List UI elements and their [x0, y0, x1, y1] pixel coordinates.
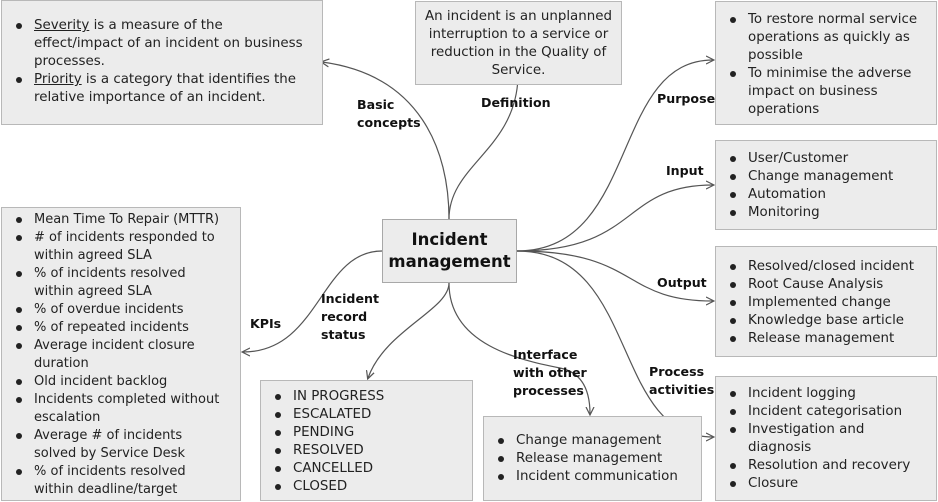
basic-concepts-label-line2: concepts	[357, 115, 421, 130]
input-item: Automation	[722, 186, 930, 204]
status-item: PENDING	[267, 424, 466, 442]
purpose-item: To minimise the adverse impact on busine…	[722, 65, 930, 119]
basic-concepts-box: Severity is a measure of the effect/impa…	[1, 0, 323, 125]
input-box: User/Customer Change management Automati…	[715, 140, 937, 230]
record-status-box: IN PROGRESS ESCALATED PENDING RESOLVED C…	[260, 380, 473, 501]
severity-term: Severity	[34, 18, 90, 33]
process-activities-label: Process activities	[649, 364, 715, 397]
priority-text1: is a category that identifies the	[81, 72, 297, 87]
status-item: CANCELLED	[267, 460, 466, 478]
interface-label: Interface with other processes	[513, 347, 587, 398]
kpis-box: Mean Time To Repair (MTTR) # of incident…	[1, 207, 241, 501]
kpi-item: Mean Time To Repair (MTTR)	[8, 211, 236, 229]
input-item: Monitoring	[722, 204, 930, 222]
input-item: Change management	[722, 168, 930, 186]
status-item: IN PROGRESS	[267, 388, 466, 406]
edge-kpis	[243, 250, 383, 352]
interface-item: Incident communication	[490, 468, 695, 486]
priority-item: Priority is a category that identifies t…	[8, 71, 316, 107]
interface-item: Change management	[490, 432, 695, 450]
input-item: User/Customer	[722, 150, 930, 168]
priority-term: Priority	[34, 72, 82, 87]
purpose-label: Purpose	[657, 91, 716, 106]
edge-input	[516, 185, 713, 252]
severity-item: Severity is a measure of the effect/impa…	[8, 17, 316, 71]
output-item: Knowledge base article	[722, 312, 930, 330]
definition-text-line4: Service.	[491, 63, 546, 78]
output-box: Resolved/closed incident Root Cause Anal…	[715, 246, 937, 357]
basic-concepts-label-line1: Basic	[357, 97, 395, 112]
definition-label: Definition	[481, 95, 551, 110]
definition-text-line3: reduction in the Quality of	[430, 45, 607, 60]
process-item: Closure	[722, 475, 930, 493]
severity-text2: effect/impact of an incident on business	[34, 36, 303, 51]
purpose-box: To restore normal service operations as …	[715, 1, 937, 125]
severity-text3: processes.	[34, 54, 105, 69]
output-label: Output	[657, 275, 707, 290]
edge-basic-concepts	[322, 62, 450, 220]
interface-box: Change management Release management Inc…	[483, 416, 702, 501]
output-item: Resolved/closed incident	[722, 258, 930, 276]
definition-text-line2: interruption to a service or	[428, 27, 609, 42]
priority-text2: relative importance of an incident.	[34, 90, 266, 105]
purpose-item: To restore normal service operations as …	[722, 11, 930, 65]
output-item: Implemented change	[722, 294, 930, 312]
interface-item: Release management	[490, 450, 695, 468]
kpi-item: Old incident backlog	[8, 373, 236, 391]
process-activities-box: Incident logging Incident categorisation…	[715, 376, 937, 501]
input-label: Input	[666, 163, 704, 178]
status-item: ESCALATED	[267, 406, 466, 424]
definition-text-line1: An incident is an unplanned	[425, 9, 612, 24]
kpis-label: KPIs	[250, 316, 282, 331]
output-item: Root Cause Analysis	[722, 276, 930, 294]
record-status-label: Incident record status	[321, 291, 379, 342]
edge-record-status	[368, 282, 450, 378]
edge-purpose	[516, 60, 713, 252]
process-item: Incident categorisation	[722, 403, 930, 421]
output-item: Release management	[722, 330, 930, 348]
definition-box: An incident is an unplanned interruption…	[415, 1, 622, 85]
basic-concepts-label: Basic concepts	[357, 96, 421, 132]
process-item: Resolution and recovery	[722, 457, 930, 475]
edge-interface	[448, 282, 590, 414]
severity-text1: is a measure of the	[89, 18, 223, 33]
edge-definition	[448, 78, 518, 220]
status-item: RESOLVED	[267, 442, 466, 460]
center-node-line1: Incident	[411, 230, 488, 249]
status-item: CLOSED	[267, 478, 466, 496]
edge-output	[516, 250, 713, 301]
center-node-incident-management: Incident management	[382, 219, 517, 283]
center-node-line2: management	[388, 252, 511, 271]
kpi-item: % of repeated incidents	[8, 319, 236, 337]
kpi-item: % of overdue incidents	[8, 301, 236, 319]
process-item: Investigation and diagnosis	[722, 421, 930, 457]
process-item: Incident logging	[722, 385, 930, 403]
